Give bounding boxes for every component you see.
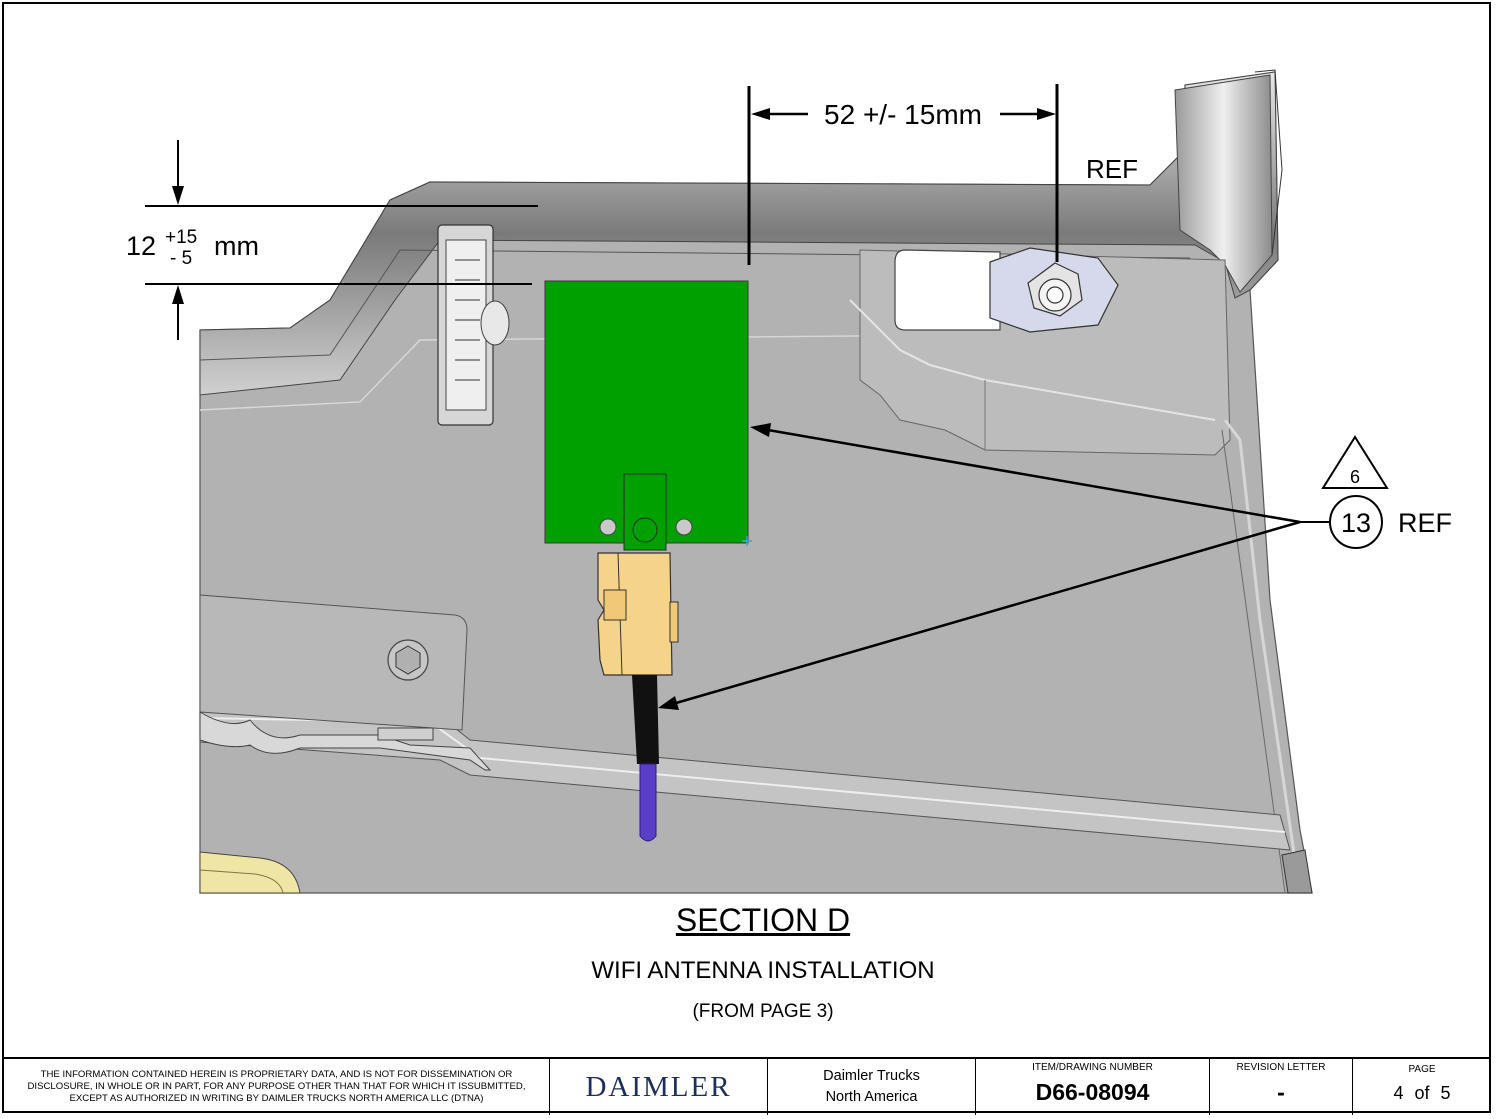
revision-triangle: 6 [1321,435,1389,489]
section-title: SECTION D [675,902,851,938]
revision-cell: REVISION LETTER - [1210,1059,1353,1115]
vertical-dimension-upper: +15 [165,227,197,248]
antenna-connector [597,552,679,676]
company-logo: DAIMLER [550,1059,768,1115]
horizontal-dimension-label: 52 +/- 15mm [824,99,982,130]
company-line-2: North America [825,1089,918,1105]
revision-letter: - [1277,1079,1285,1105]
revision-label: REVISION LETTER [1236,1062,1326,1073]
item-13-leaders [658,423,1330,710]
item-ref-label: REF [1398,508,1452,538]
company-name: Daimler Trucks North America [768,1059,976,1115]
item-balloon-number: 13 [1341,508,1371,538]
revision-triangle-number: 6 [1350,467,1360,487]
title-block: THE INFORMATION CONTAINED HEREIN IS PROP… [4,1057,1491,1115]
company-line-1: Daimler Trucks [823,1068,920,1084]
drawing-number-label: ITEM/DRAWING NUMBER [1032,1062,1153,1073]
section-source: (FROM PAGE 3) [692,1001,834,1022]
page-cell: PAGE 4 of 5 [1353,1059,1491,1115]
dash-panel [199,69,1314,894]
page-number: 4 of 5 [1393,1083,1451,1103]
wifi-antenna [544,280,752,551]
vertical-dimension-unit: mm [214,231,259,261]
section-subtitle: WIFI ANTENNA INSTALLATION [591,957,935,984]
ref-label-top: REF [1086,154,1138,184]
vertical-dimension: 12 +15 - 5 mm [126,140,538,340]
vertical-dimension-nominal: 12 [126,231,156,261]
mounting-bracket [989,247,1119,333]
drawing-number: D66-08094 [1035,1079,1150,1105]
harness-clip [437,224,510,426]
antenna-cable [632,675,659,842]
drawing-number-cell: ITEM/DRAWING NUMBER D66-08094 [976,1059,1210,1115]
page-label: PAGE [1408,1064,1436,1075]
proprietary-notice: THE INFORMATION CONTAINED HEREIN IS PROP… [4,1059,550,1115]
item-balloon: 13 [1329,495,1383,549]
vertical-dimension-lower: - 5 [170,248,192,269]
logo-text: DAIMLER [585,1070,732,1103]
horizontal-dimension: 52 +/- 15mm [747,84,1059,265]
